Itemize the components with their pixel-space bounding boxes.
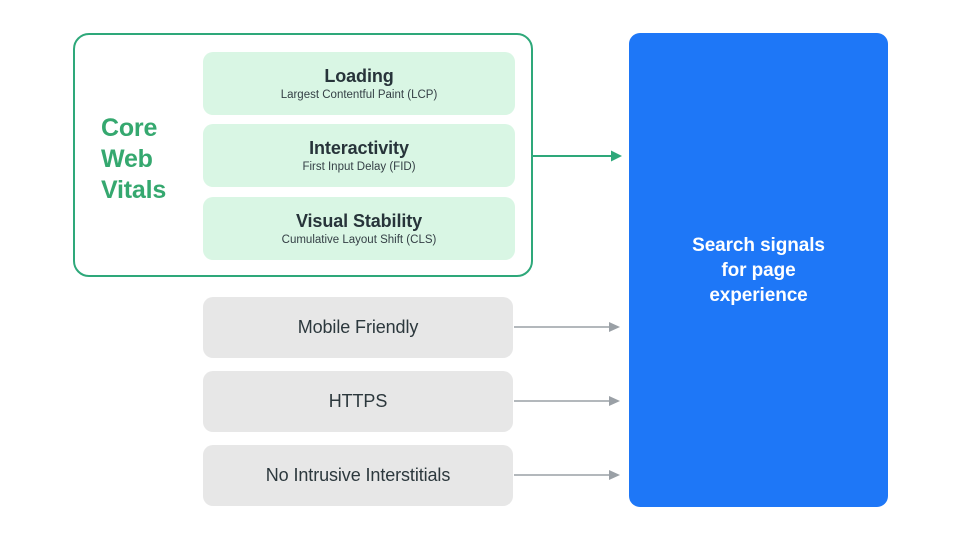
metric-card-visual-stability[interactable]: Visual Stability Cumulative Layout Shift… [203,197,515,260]
metric-title-loading: Loading [324,65,394,86]
metric-title-visual-stability: Visual Stability [295,210,423,231]
signal-label-mobile-friendly: Mobile Friendly [297,317,419,337]
core-web-vitals-label: Core Web Vitals [101,113,197,206]
arrow-no-intrusive-interstitials-to-destination [513,465,625,485]
arrow-mobile-friendly-to-destination [513,317,625,337]
signal-label-no-intrusive-interstitials: No Intrusive Interstitials [265,465,451,485]
search-signals-box[interactable]: Search signals for page experience [629,33,888,507]
search-signals-line-2: for page [721,259,796,281]
signal-label-https: HTTPS [328,391,388,411]
arrow-core-web-vitals-to-destination [531,146,627,166]
signal-card-https[interactable]: HTTPS [203,371,513,432]
core-web-vitals-label-line-1: Core [101,114,158,142]
metric-subtitle-interactivity: First Input Delay (FID) [302,160,416,173]
arrow-https-to-destination [513,391,625,411]
metric-title-interactivity: Interactivity [309,137,409,158]
search-signals-line-1: Search signals [692,234,825,256]
signal-card-mobile-friendly[interactable]: Mobile Friendly [203,297,513,358]
core-web-vitals-label-line-2: Web [101,145,153,173]
search-signals-line-3: experience [709,284,808,306]
search-signals-text: Search signals for page experience [692,233,825,308]
metric-card-interactivity[interactable]: Interactivity First Input Delay (FID) [203,124,515,187]
signal-card-no-intrusive-interstitials[interactable]: No Intrusive Interstitials [203,445,513,506]
metric-subtitle-visual-stability: Cumulative Layout Shift (CLS) [281,233,437,246]
metric-card-loading[interactable]: Loading Largest Contentful Paint (LCP) [203,52,515,115]
core-web-vitals-label-line-3: Vitals [101,176,167,204]
metric-subtitle-loading: Largest Contentful Paint (LCP) [280,88,438,101]
